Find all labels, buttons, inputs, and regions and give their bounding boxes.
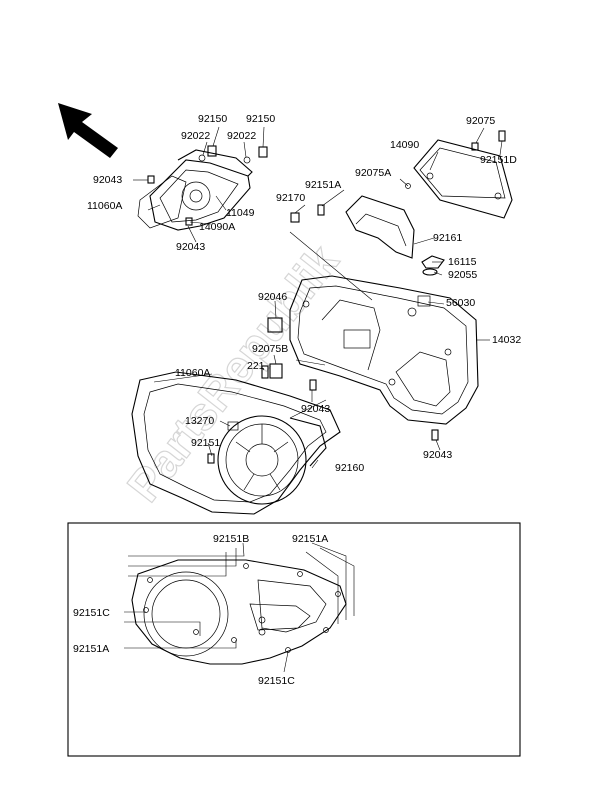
label-92043-d: 92043 xyxy=(423,449,452,461)
label-14090a: 14090A xyxy=(199,221,235,233)
label-92022-b: 92022 xyxy=(227,130,256,142)
label-92151d: 92151D xyxy=(480,154,517,166)
label-221: 221 xyxy=(247,360,265,372)
leader-lines xyxy=(124,126,503,673)
label-14032: 14032 xyxy=(492,334,521,346)
gasket-11060a-small xyxy=(137,175,187,229)
label-92151: 92151 xyxy=(191,437,220,449)
label-92151a-c: 92151A xyxy=(73,643,109,655)
clutch-cover-92160 xyxy=(207,415,327,505)
label-11060a-a: 11060A xyxy=(87,200,122,212)
part-labels: 92150 92150 92022 92022 92043 11060A 110… xyxy=(73,113,521,687)
main-cover-14032 xyxy=(289,275,479,425)
label-92075b: 92075B xyxy=(252,343,288,355)
label-92055: 92055 xyxy=(448,269,477,281)
label-92075: 92075 xyxy=(466,115,495,127)
label-92170: 92170 xyxy=(276,192,305,204)
plug-and-bolts-main-cover xyxy=(261,255,445,441)
inset-detail-box xyxy=(67,522,521,757)
small-cover-part xyxy=(149,149,253,231)
gasket-11060a-large xyxy=(131,371,341,515)
label-56030: 56030 xyxy=(446,297,475,309)
label-92043-a: 92043 xyxy=(93,174,122,186)
label-92022-a: 92022 xyxy=(181,130,210,142)
label-92046: 92046 xyxy=(258,291,287,303)
label-16115: 16115 xyxy=(448,256,477,268)
label-92151a-b: 92151A xyxy=(292,533,328,545)
label-92150-a: 92150 xyxy=(198,113,227,125)
label-92161: 92161 xyxy=(433,232,462,244)
label-92160: 92160 xyxy=(335,462,364,474)
label-92151a-a: 92151A xyxy=(305,179,341,191)
label-92151c-b: 92151C xyxy=(258,675,295,687)
label-92075a: 92075A xyxy=(355,167,391,179)
label-92043-b: 92043 xyxy=(176,241,205,253)
label-92151b: 92151B xyxy=(213,533,249,545)
label-92150-b: 92150 xyxy=(246,113,275,125)
inspection-cover-14090 xyxy=(413,130,513,219)
label-92043-c: 92043 xyxy=(301,403,330,415)
label-14090: 14090 xyxy=(390,139,419,151)
label-11049: 11049 xyxy=(226,207,255,219)
label-13270: 13270 xyxy=(185,415,214,427)
direction-arrow-icon xyxy=(58,103,118,158)
watermark: PartsRepublik xyxy=(117,235,349,511)
label-92151c-a: 92151C xyxy=(73,607,110,619)
label-11060a-b: 11060A xyxy=(175,367,210,379)
